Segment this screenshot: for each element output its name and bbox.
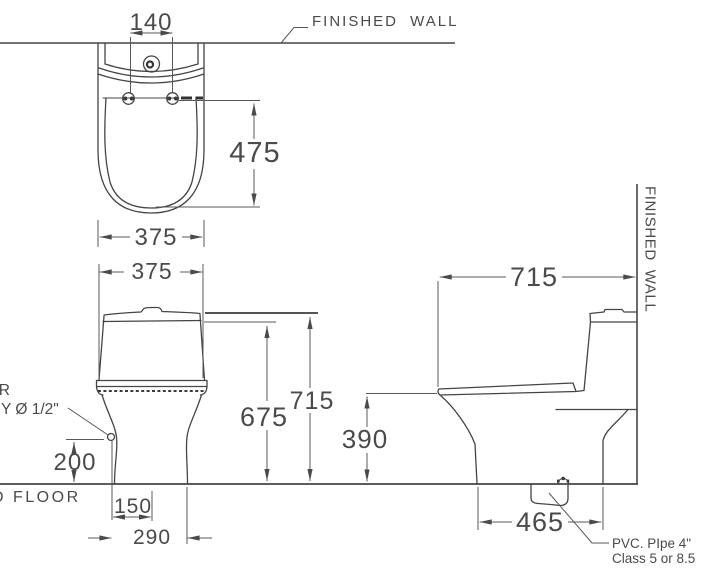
front-view [67, 306, 208, 485]
plan-tank-rim-inner [98, 67, 204, 78]
floor-label: FLOOR [13, 489, 81, 506]
finished-wall-top-label: FINISHED WALL [312, 13, 458, 30]
side-outlet-fitting-foot-left [557, 479, 560, 483]
reference-lines [0, 27, 638, 485]
dim-375-plan-label: 375 [134, 224, 177, 251]
front-lid-bottom [102, 319, 202, 323]
dim-465-ext [477, 487, 604, 530]
dim-390 [364, 393, 437, 482]
finished-wall-side-label: FINISHED WALL [642, 186, 659, 312]
dim-375-front-ext [98, 264, 204, 378]
dim-390-label: 390 [342, 424, 388, 454]
plan-hinge-left-bolt-a [123, 96, 128, 101]
side-outlet-pipe [530, 483, 569, 507]
front-tank-sides [98, 313, 206, 381]
dim-200 [66, 439, 104, 483]
dim-140 [130, 30, 173, 93]
front-seat-band [95, 379, 208, 388]
side-seat [437, 382, 585, 396]
side-outlet-fitting-foot-right [566, 479, 570, 483]
plan-flush-button-center [145, 60, 155, 69]
supply-label-line2: Y Ø 1/2" [1, 401, 59, 418]
dim-140-label: 140 [129, 9, 172, 36]
front-supply-inlet [106, 432, 116, 442]
dim-715-front [205, 312, 318, 482]
side-tank-front [583, 321, 592, 392]
plan-view [97, 42, 205, 214]
front-pedestal-left [101, 394, 118, 485]
supply-label-line1: R [0, 382, 10, 399]
dim-140-ext [130, 37, 173, 93]
dim-375-plan [97, 220, 205, 247]
dim-290 [88, 487, 212, 544]
dim-675-label: 675 [240, 402, 288, 432]
dim-475 [156, 100, 260, 208]
dim-200-label: 200 [53, 449, 96, 476]
dim-715-side-label: 715 [510, 262, 558, 292]
dim-150 [111, 441, 153, 521]
plan-hinge-right-bolt-b [173, 96, 178, 101]
pvc-pipe-label-line1: PVC. PIpe 4" [612, 536, 691, 551]
dim-465 [477, 487, 604, 530]
finished-wall-leader [280, 27, 308, 44]
dim-375-front [98, 264, 204, 378]
dim-290-label: 290 [133, 526, 171, 549]
side-skirt-back [602, 408, 629, 485]
side-outlet-fitting-dot [561, 476, 565, 481]
plan-hinge-right-bolt-a [167, 96, 172, 101]
front-lid-top [103, 306, 201, 316]
floor-label-clipped-letter: D [0, 489, 6, 506]
dim-675 [204, 321, 276, 482]
supply-leader [67, 407, 109, 436]
dim-375-plan-ext [97, 220, 205, 247]
pvc-pipe-leader [548, 492, 609, 544]
plan-tank-rim-outer [97, 73, 205, 84]
dim-715-front-label: 715 [290, 387, 335, 415]
plan-flush-button [142, 55, 161, 73]
dim-465-label: 465 [516, 507, 564, 537]
front-pedestal-right [185, 394, 203, 485]
side-bowl-front [440, 395, 478, 485]
pvc-pipe-label-line2: Class 5 or 8.5 [612, 551, 695, 566]
plan-seat-lid-outline [104, 97, 198, 209]
dim-375-front-label: 375 [131, 258, 172, 284]
plan-bowl-outline [97, 42, 205, 214]
side-view [437, 308, 638, 544]
side-lid [589, 308, 638, 323]
plan-hinge-left-bolt-b [129, 96, 134, 101]
dim-715-side [437, 274, 636, 387]
dim-150-label: 150 [114, 495, 152, 518]
plan-hinge-left [122, 92, 135, 105]
dim-150-ext [111, 441, 153, 521]
dim-475-label: 475 [229, 137, 280, 169]
dim-475-ext [156, 100, 260, 208]
